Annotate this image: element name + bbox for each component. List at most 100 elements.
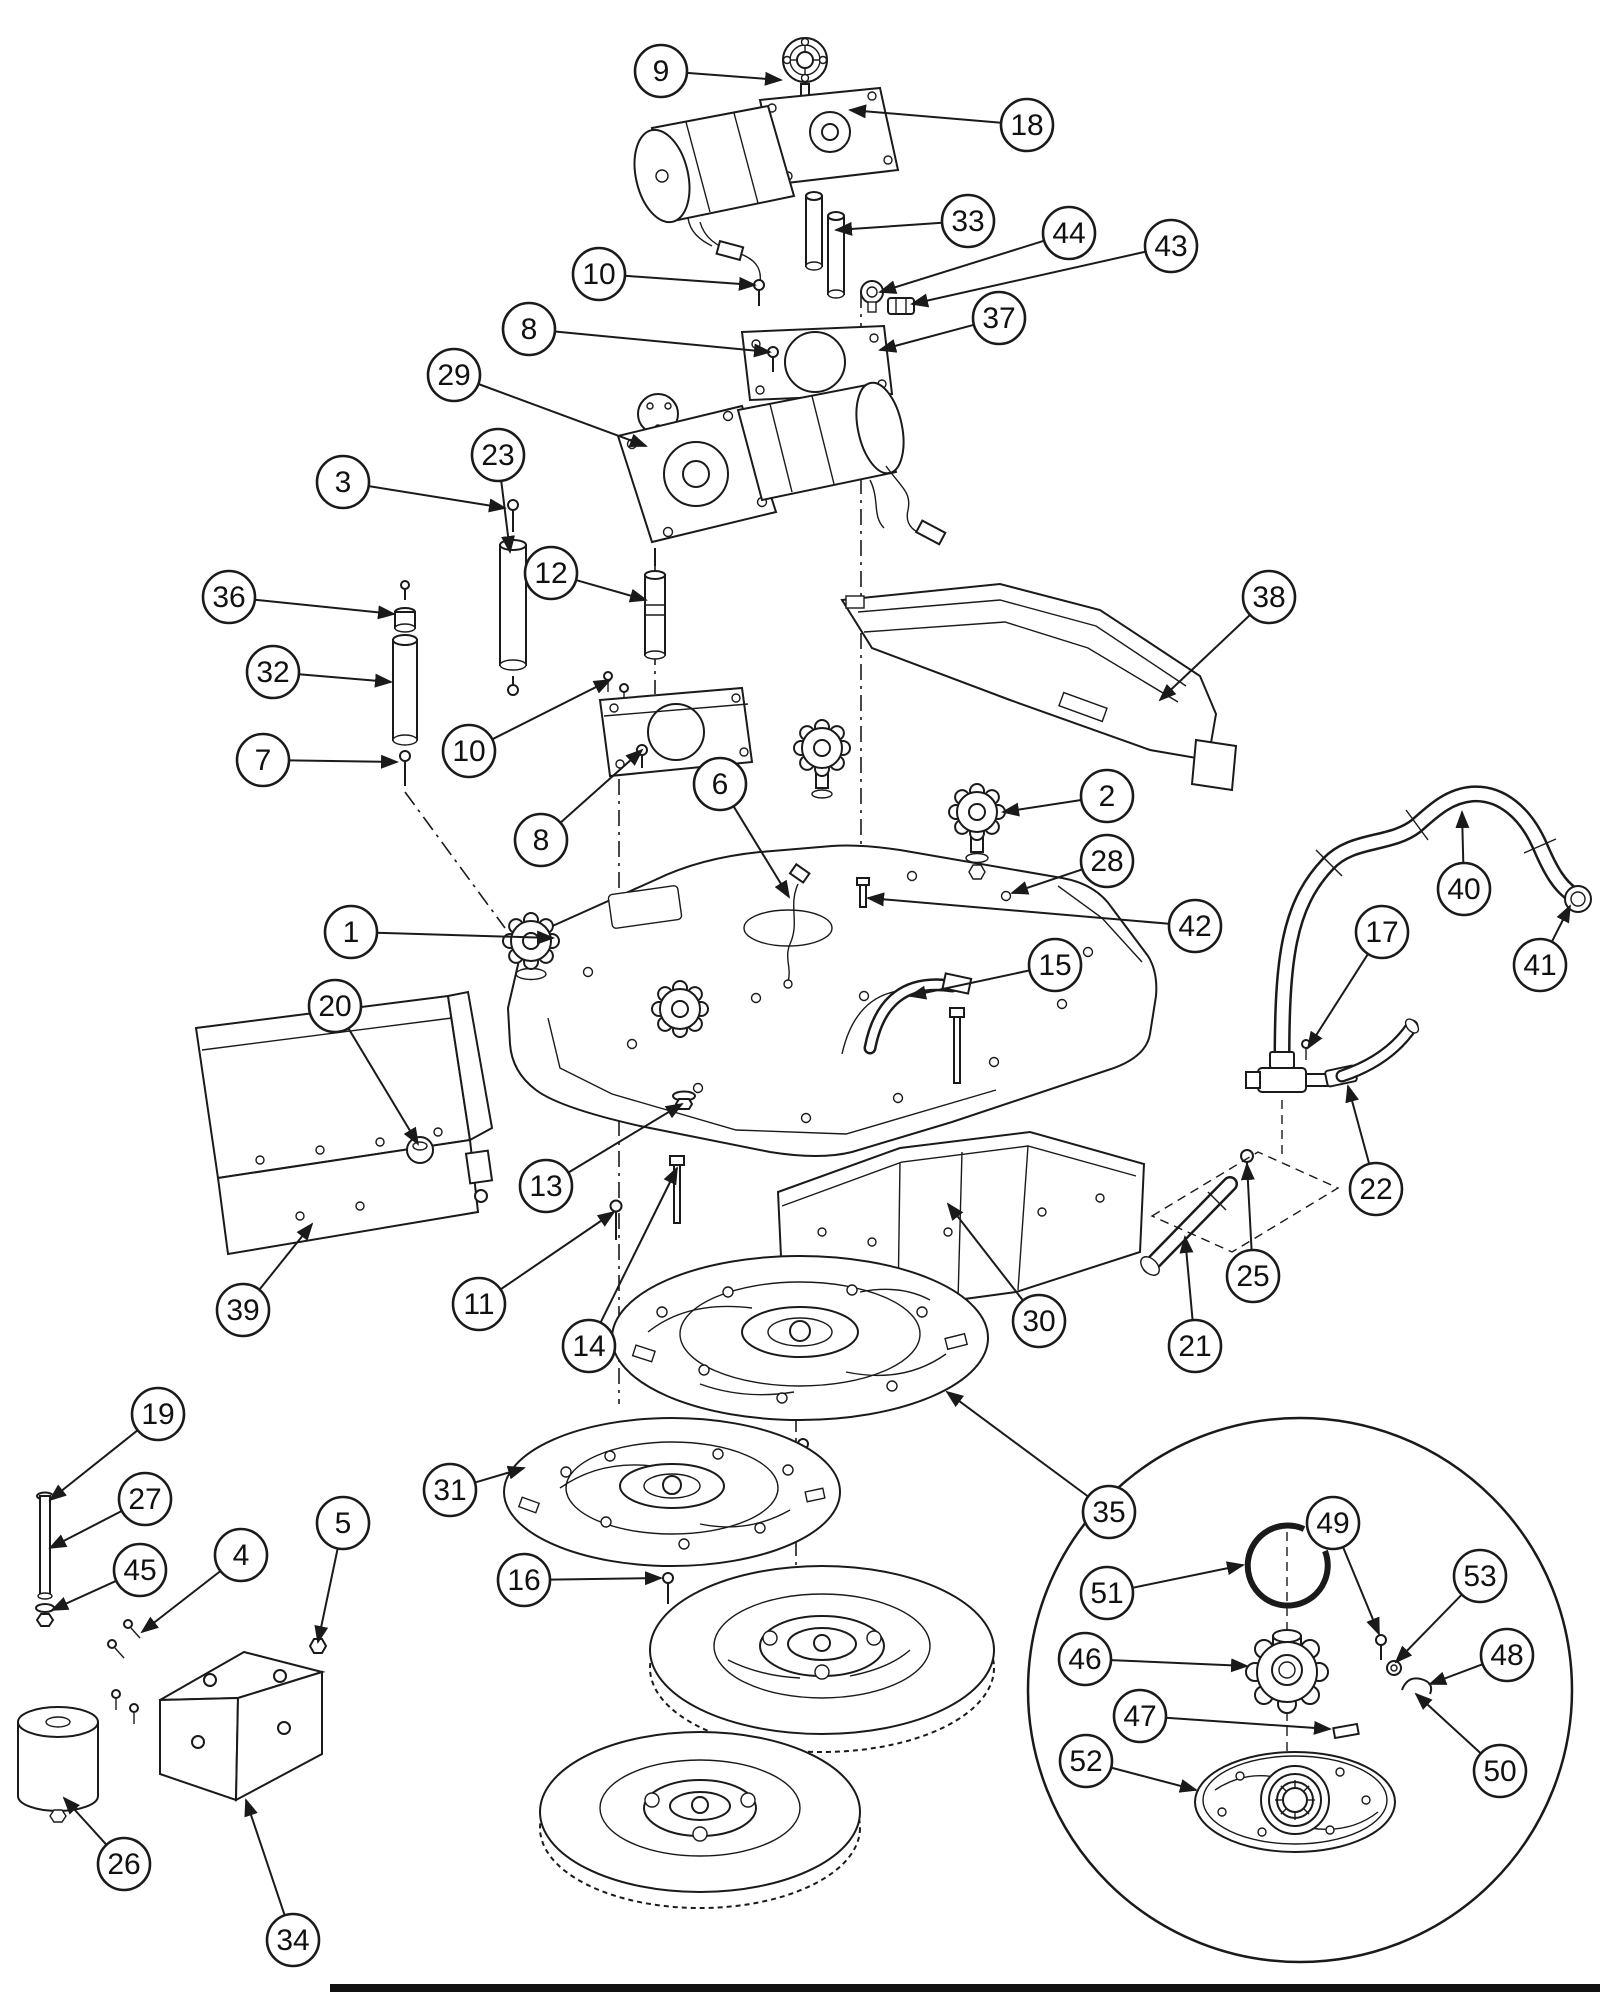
detail-washer xyxy=(1386,1660,1402,1676)
balloon-number: 18 xyxy=(1010,109,1043,142)
callout-53: 53 xyxy=(1394,1548,1508,1664)
callout-13: 13 xyxy=(518,1102,684,1214)
balloon-circle xyxy=(117,1471,173,1527)
star-knob-center xyxy=(651,980,709,1038)
callout-6: 6 xyxy=(692,756,791,899)
leader-line xyxy=(1550,904,1571,943)
balloon-number: 10 xyxy=(582,258,615,291)
leader-line xyxy=(1110,1658,1249,1673)
leader-line xyxy=(1342,1546,1380,1636)
callout-41: 41 xyxy=(1512,904,1571,993)
pad-driver-lower xyxy=(503,1417,841,1567)
leader-line xyxy=(1455,810,1470,864)
balloon-circle xyxy=(1011,1293,1067,1349)
balloon-number: 51 xyxy=(1090,1577,1123,1610)
detail-view xyxy=(1026,1416,1574,1964)
leader-line xyxy=(567,1102,684,1174)
hose-alignment-lines xyxy=(1150,1100,1340,1253)
leader-line xyxy=(686,71,783,86)
balloon-circle xyxy=(201,569,257,625)
balloon-circle xyxy=(441,723,497,779)
balloon-number: 5 xyxy=(335,1507,352,1540)
balloon-circle xyxy=(470,427,526,483)
scrub-brush-lower xyxy=(539,1731,861,1909)
leader-line xyxy=(946,1202,1024,1302)
balloon-number: 41 xyxy=(1523,949,1556,982)
balloon-circle xyxy=(315,454,371,510)
balloon-circle xyxy=(496,1552,552,1608)
wire-connector xyxy=(887,297,915,315)
detail-pin xyxy=(1332,1722,1360,1740)
balloon-circle xyxy=(561,1318,617,1374)
balloon-number: 4 xyxy=(233,1539,250,1572)
leader-line xyxy=(910,250,1146,308)
wire-clamp xyxy=(860,280,884,313)
deck-weldment xyxy=(502,719,1158,1240)
leader-line xyxy=(848,104,1002,124)
balloon-circle xyxy=(501,301,557,357)
spacer-set xyxy=(392,580,418,786)
leader-line xyxy=(140,1570,222,1634)
balloon-number: 48 xyxy=(1490,1639,1523,1672)
balloon-circle xyxy=(1079,1565,1135,1621)
callout-17: 17 xyxy=(1306,904,1410,1050)
balloon-circle xyxy=(1354,904,1410,960)
callout-10-2: 10 xyxy=(441,679,612,779)
upper-motor-assembly xyxy=(633,37,915,402)
balloon-number: 26 xyxy=(107,1848,140,1881)
leader-line xyxy=(368,485,507,513)
upper-motor xyxy=(633,86,900,283)
left-skirt xyxy=(194,990,494,1256)
balloon-number: 42 xyxy=(1178,910,1211,943)
callout-32: 32 xyxy=(245,644,393,700)
balloon-circle xyxy=(518,1158,574,1214)
leader-line xyxy=(1001,799,1082,817)
callout-47: 47 xyxy=(1112,1688,1332,1744)
leader-line xyxy=(908,969,1030,1000)
leader-line xyxy=(62,1796,108,1846)
tee-fitting xyxy=(1245,1039,1329,1093)
balloon-number: 28 xyxy=(1090,845,1123,878)
callout-14: 14 xyxy=(561,1166,678,1374)
vacuum-hose xyxy=(1273,785,1592,1071)
belt-guard xyxy=(840,582,1238,792)
balloon-number: 1 xyxy=(343,916,360,949)
callout-1: 1 xyxy=(323,904,555,960)
detail-view-circle xyxy=(1026,1416,1574,1964)
leader-line xyxy=(866,892,1170,925)
leader-line xyxy=(1240,1162,1255,1251)
balloon-number: 20 xyxy=(318,990,351,1023)
balloon-circle xyxy=(1225,1248,1281,1304)
deck-bolts xyxy=(609,877,965,1240)
retaining-ring xyxy=(1244,1522,1331,1609)
leader-line xyxy=(376,930,555,945)
balloon-circle xyxy=(633,43,689,99)
balloon-number: 2 xyxy=(1099,780,1116,813)
balloon-circle xyxy=(1058,1733,1114,1789)
callout-12: 12 xyxy=(523,545,648,603)
callout-16: 16 xyxy=(496,1552,663,1608)
shaft-coupler xyxy=(644,548,666,660)
balloon-number: 16 xyxy=(507,1564,540,1597)
leader-line xyxy=(244,1798,286,1916)
callout-34: 34 xyxy=(244,1798,321,1968)
callout-50: 50 xyxy=(1414,1692,1528,1799)
leader-line xyxy=(500,480,515,554)
caster-axle xyxy=(35,1491,55,1627)
callout-19: 19 xyxy=(48,1386,186,1502)
balloon-circle xyxy=(1241,569,1297,625)
cotter-clip xyxy=(1401,1677,1433,1695)
callout-11: 11 xyxy=(451,1210,616,1332)
leader-line xyxy=(254,598,396,620)
balloon-number: 8 xyxy=(533,824,550,857)
leader-line xyxy=(554,330,772,358)
brush-plate-detail xyxy=(1194,1751,1396,1853)
callout-21: 21 xyxy=(1167,1235,1223,1374)
balloon-circle xyxy=(1436,861,1492,917)
leader-line xyxy=(347,1027,420,1146)
callout-36: 36 xyxy=(201,569,396,625)
balloon-number: 47 xyxy=(1123,1700,1156,1733)
callout-18: 18 xyxy=(848,97,1055,153)
leader-line xyxy=(624,274,757,291)
